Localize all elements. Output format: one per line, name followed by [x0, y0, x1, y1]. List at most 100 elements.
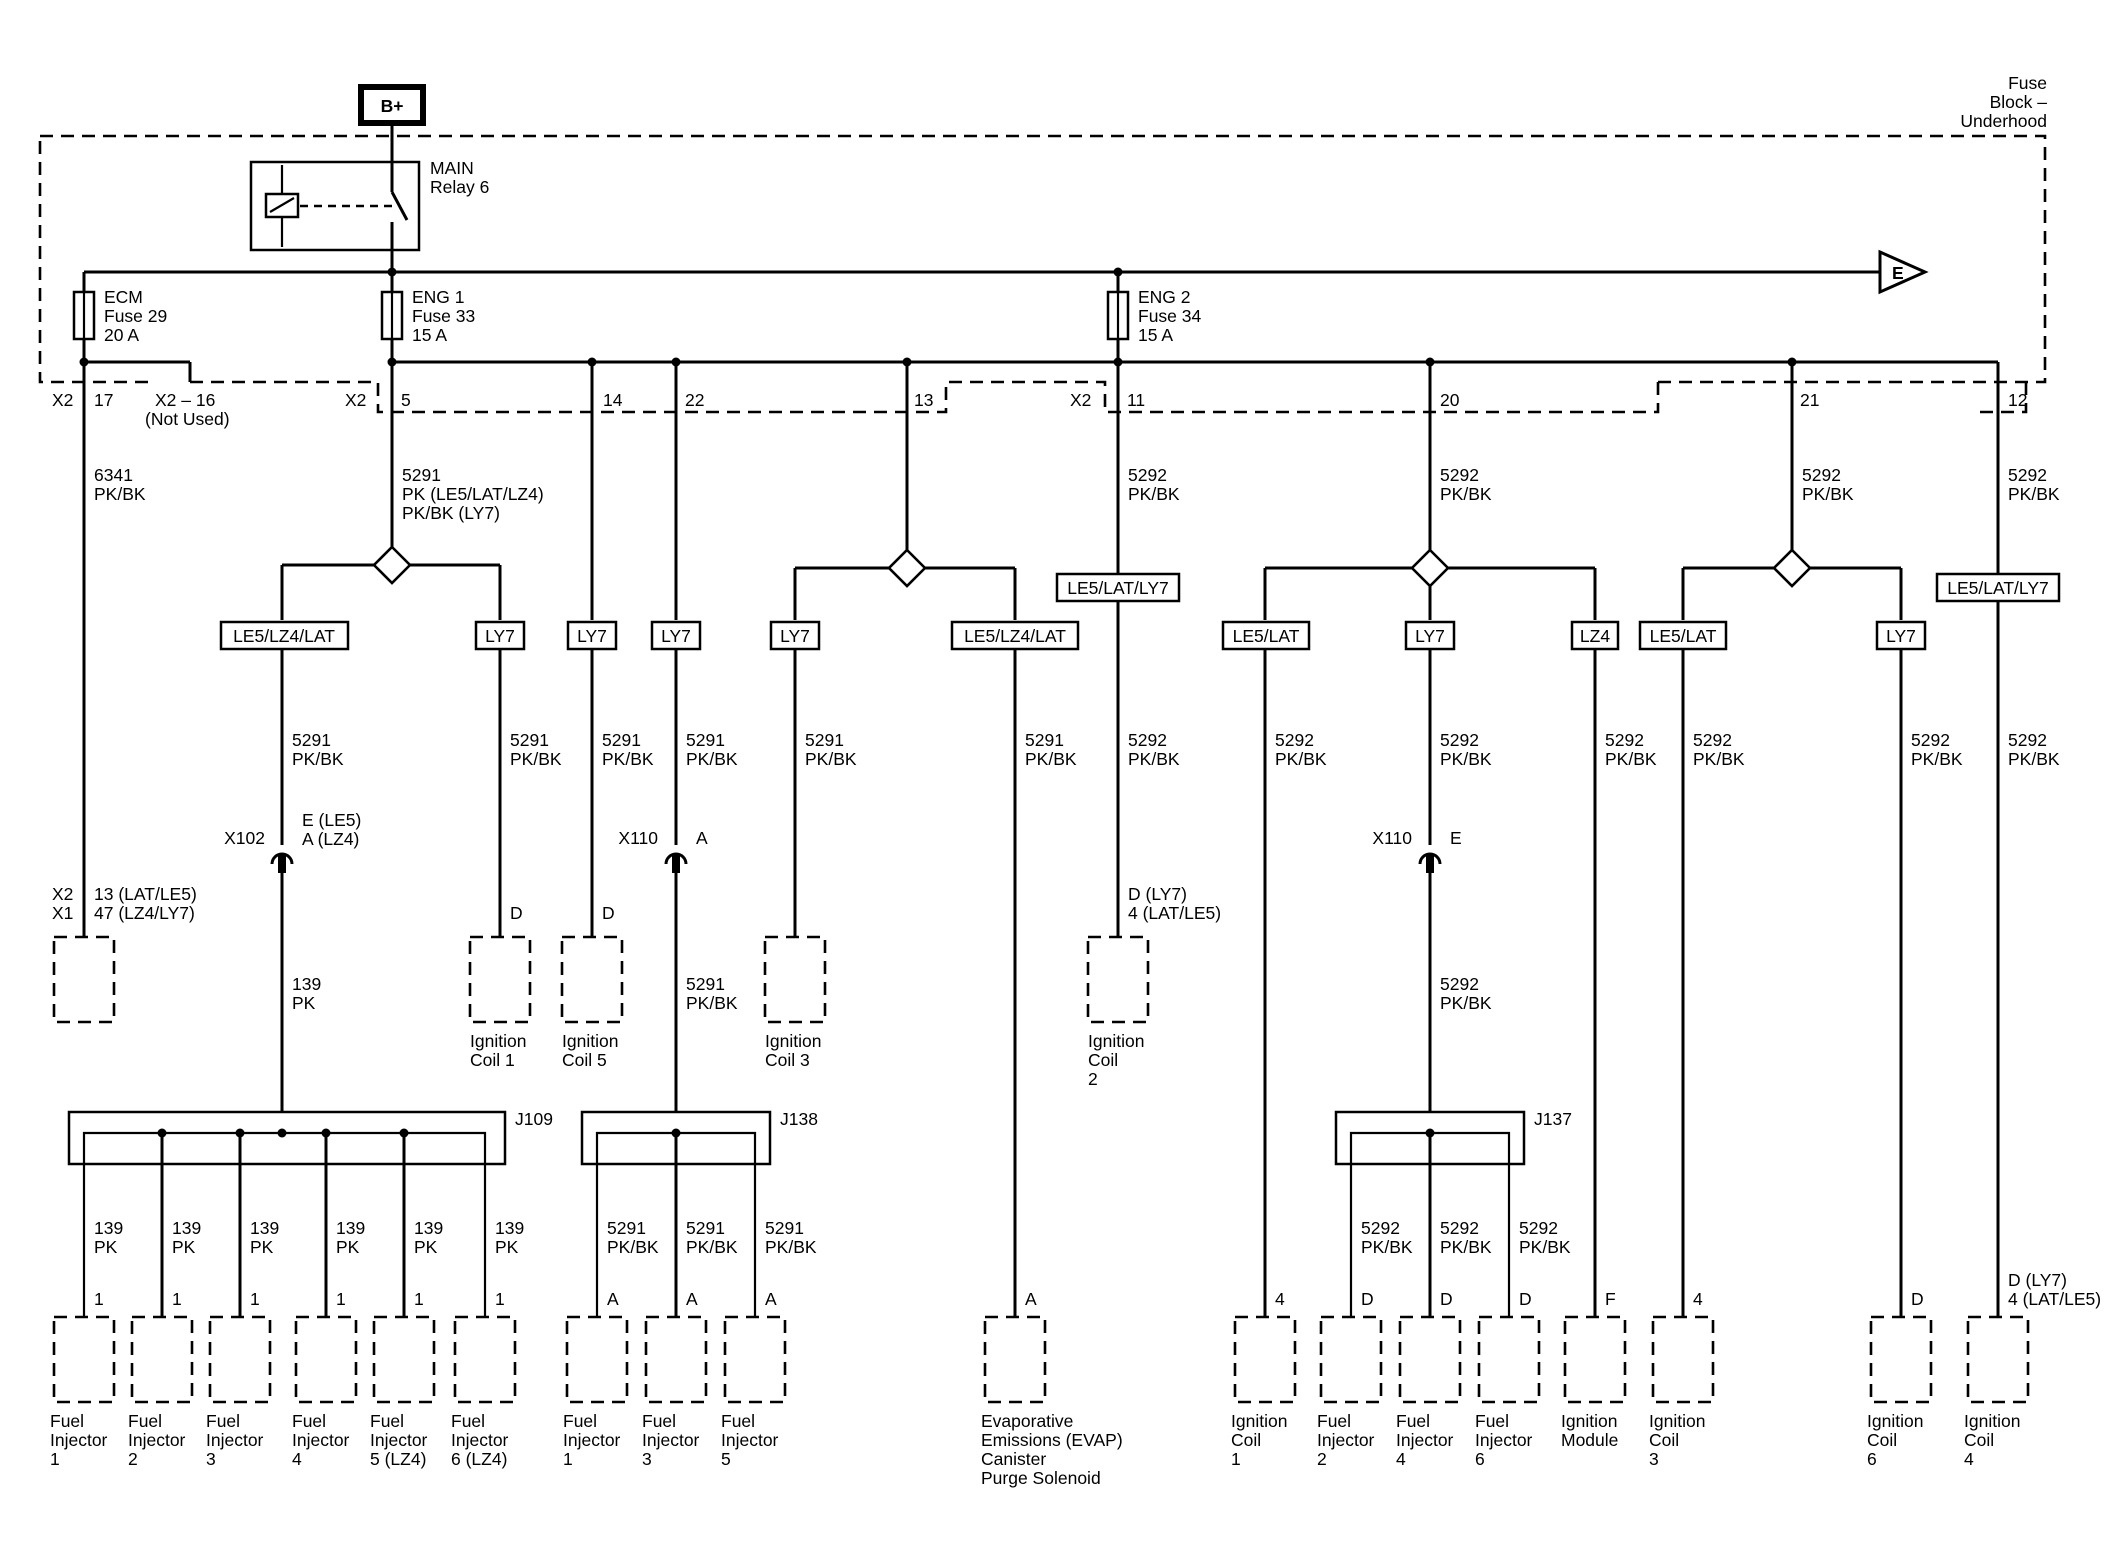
- svg-text:1: 1: [336, 1289, 346, 1309]
- svg-text:ECM: ECM: [104, 287, 143, 307]
- svg-text:5291: 5291: [602, 730, 641, 750]
- split-eng2-b: [1681, 548, 1903, 620]
- svg-text:5292: 5292: [1519, 1218, 1558, 1238]
- svg-text:Module: Module: [1561, 1430, 1618, 1450]
- svg-text:Injector: Injector: [1396, 1430, 1454, 1450]
- option-tag: LE5/LZ4/LAT: [950, 620, 1080, 651]
- svg-text:1: 1: [250, 1289, 260, 1309]
- svg-text:LE5/LAT/LY7: LE5/LAT/LY7: [1067, 578, 1169, 598]
- svg-text:5291: 5291: [805, 730, 844, 750]
- svg-text:PK/BK: PK/BK: [1440, 749, 1492, 769]
- svg-text:21: 21: [1800, 390, 1819, 410]
- svg-text:Coil 3: Coil 3: [765, 1050, 810, 1070]
- option-tags: LE5/LZ4/LAT LY7 LY7 LY7 LY7 LE5/LZ4/LAT …: [219, 572, 2061, 651]
- svg-text:A (LZ4): A (LZ4): [302, 829, 359, 849]
- svg-text:139: 139: [336, 1218, 365, 1238]
- svg-text:Ignition: Ignition: [562, 1031, 618, 1051]
- inline-connector-x110a: X110 A: [618, 828, 708, 1133]
- svg-text:Fuel: Fuel: [1317, 1411, 1351, 1431]
- svg-text:5 (LZ4): 5 (LZ4): [370, 1449, 426, 1469]
- svg-text:A: A: [686, 1289, 698, 1309]
- svg-text:3: 3: [206, 1449, 216, 1469]
- svg-text:PK/BK: PK/BK: [1275, 749, 1327, 769]
- svg-text:1: 1: [414, 1289, 424, 1309]
- svg-text:F: F: [1605, 1289, 1616, 1309]
- svg-text:PK/BK: PK/BK: [94, 484, 146, 504]
- svg-text:PK/BK: PK/BK: [607, 1237, 659, 1257]
- eng2-bus: [1113, 339, 2000, 382]
- svg-text:A: A: [696, 828, 708, 848]
- svg-text:X2: X2: [52, 390, 73, 410]
- svg-text:Fuse: Fuse: [2008, 73, 2047, 93]
- svg-text:Injector: Injector: [642, 1430, 700, 1450]
- svg-text:139: 139: [414, 1218, 443, 1238]
- svg-text:5291: 5291: [765, 1218, 804, 1238]
- svg-text:2: 2: [1088, 1069, 1098, 1089]
- svg-text:D: D: [1361, 1289, 1374, 1309]
- svg-text:PK: PK: [495, 1237, 519, 1257]
- fuse-eng1: ENG 1 Fuse 33 15 A: [380, 287, 475, 345]
- bottom-pin-labels: A 4 F 4 D D (LY7) 4 (LAT/LE5): [1025, 1270, 2101, 1309]
- svg-text:Canister: Canister: [981, 1449, 1046, 1469]
- svg-text:Ignition: Ignition: [1561, 1411, 1617, 1431]
- branch-wires: [280, 601, 2000, 1317]
- split-eng1-a: [280, 545, 502, 620]
- relay-label-2: Relay 6: [430, 177, 489, 197]
- svg-text:X2: X2: [345, 390, 366, 410]
- svg-text:Fuse 33: Fuse 33: [412, 306, 475, 326]
- svg-text:13 (LAT/LE5): 13 (LAT/LE5): [94, 884, 197, 904]
- inline-connector-x102: X102 E (LE5) A (LZ4): [224, 810, 361, 1133]
- svg-text:1: 1: [495, 1289, 505, 1309]
- option-tag: LY7: [1875, 620, 1927, 651]
- svg-text:Injector: Injector: [1475, 1430, 1533, 1450]
- ignition-coil-2: D (LY7) 4 (LAT/LE5) Ignition Coil 2: [1086, 884, 1221, 1089]
- option-tag: LE5/LAT/LY7: [1935, 572, 2061, 603]
- svg-text:6: 6: [1475, 1449, 1485, 1469]
- svg-text:LE5/LAT: LE5/LAT: [1233, 626, 1300, 646]
- svg-text:Injector: Injector: [206, 1430, 264, 1450]
- svg-text:Injector: Injector: [128, 1430, 186, 1450]
- svg-text:6 (LZ4): 6 (LZ4): [451, 1449, 507, 1469]
- svg-text:PK/BK: PK/BK: [1802, 484, 1854, 504]
- svg-text:Fuel: Fuel: [1396, 1411, 1430, 1431]
- svg-text:5292: 5292: [1128, 465, 1167, 485]
- svg-text:D: D: [510, 903, 523, 923]
- svg-text:Underhood: Underhood: [1960, 111, 2047, 131]
- svg-text:15 A: 15 A: [412, 325, 447, 345]
- svg-text:D: D: [1440, 1289, 1453, 1309]
- svg-text:Ignition: Ignition: [1964, 1411, 2020, 1431]
- svg-text:Injector: Injector: [451, 1430, 509, 1450]
- split-eng2-a: [1263, 548, 1597, 620]
- svg-text:Fuel: Fuel: [206, 1411, 240, 1431]
- ignition-coil-3-upper: Ignition Coil 3: [763, 935, 827, 1070]
- svg-text:Ignition: Ignition: [1867, 1411, 1923, 1431]
- svg-text:1: 1: [172, 1289, 182, 1309]
- svg-text:PK/BK: PK/BK: [1911, 749, 1963, 769]
- svg-text:Coil: Coil: [1964, 1430, 1994, 1450]
- svg-text:12: 12: [2008, 390, 2027, 410]
- svg-text:15 A: 15 A: [1138, 325, 1173, 345]
- svg-text:PK (LE5/LAT/LZ4): PK (LE5/LAT/LZ4): [402, 484, 544, 504]
- svg-text:A: A: [607, 1289, 619, 1309]
- svg-text:Coil: Coil: [1649, 1430, 1679, 1450]
- svg-text:5292: 5292: [1911, 730, 1950, 750]
- svg-text:LE5/LZ4/LAT: LE5/LZ4/LAT: [964, 626, 1066, 646]
- svg-text:6: 6: [1867, 1449, 1877, 1469]
- svg-text:5292: 5292: [2008, 465, 2047, 485]
- svg-text:5292: 5292: [1605, 730, 1644, 750]
- svg-text:LY7: LY7: [577, 626, 607, 646]
- svg-text:LE5/LAT/LY7: LE5/LAT/LY7: [1947, 578, 2049, 598]
- svg-text:PK/BK: PK/BK: [1128, 749, 1180, 769]
- svg-text:Fuel: Fuel: [292, 1411, 326, 1431]
- svg-text:LY7: LY7: [1415, 626, 1445, 646]
- svg-text:Coil: Coil: [1867, 1430, 1897, 1450]
- upper-components: X2 X1 13 (LAT/LE5) 47 (LZ4/LY7) D Igniti…: [52, 884, 1221, 1089]
- svg-text:X1: X1: [52, 903, 73, 923]
